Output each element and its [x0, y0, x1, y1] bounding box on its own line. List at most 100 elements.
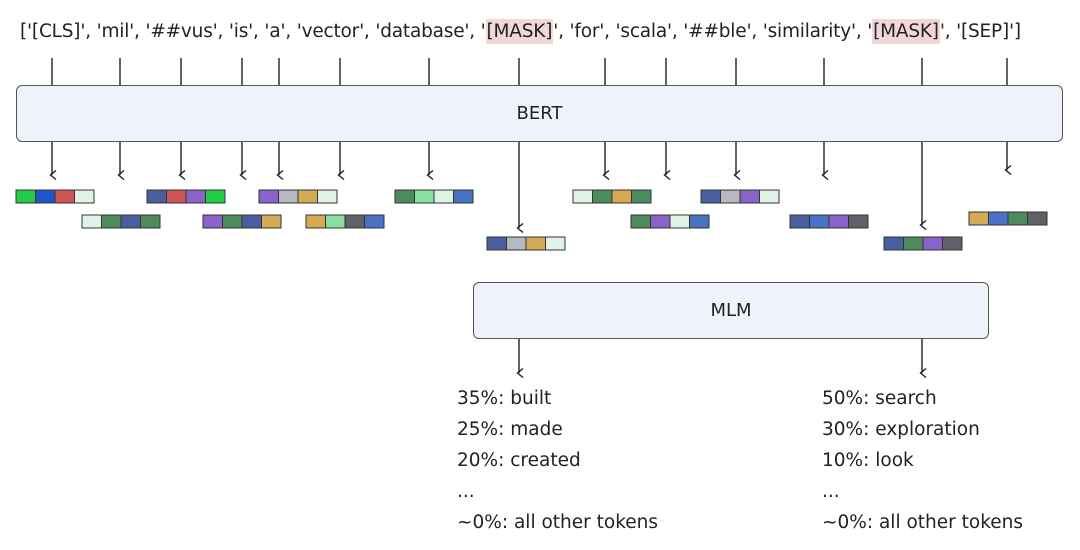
prediction-item: ~0%: all other tokens: [457, 512, 658, 533]
embedding-cell: [241, 214, 262, 229]
token: mil: [101, 21, 130, 42]
token: database: [380, 21, 465, 42]
embedding-cell: [789, 214, 810, 229]
embedding-cell: [15, 189, 36, 204]
embedding-cell: [650, 214, 671, 229]
embedding-cell: [759, 189, 780, 204]
embedding-cell: [453, 189, 474, 204]
token: similarity: [767, 21, 852, 42]
sequence-bracket-open: [: [20, 21, 28, 42]
input-token-sequence: ['[CLS]', 'mil', '##vus', 'is', 'a', 've…: [20, 19, 1021, 44]
embedding-cell: [848, 214, 869, 229]
bert-box: BERT: [16, 85, 1063, 142]
embedding-cell: [120, 214, 141, 229]
embedding-vector: [486, 236, 566, 251]
embedding-cell: [414, 189, 435, 204]
embedding-vector: [202, 214, 282, 229]
embedding-cell: [968, 211, 989, 226]
embedding-cell: [942, 236, 963, 251]
embedding-cell: [689, 214, 710, 229]
embedding-cell: [545, 236, 566, 251]
token: [SEP]: [960, 21, 1009, 42]
embedding-cell: [364, 214, 385, 229]
embedding-cell: [903, 236, 924, 251]
token: is: [233, 21, 249, 42]
embedding-vector: [15, 189, 95, 204]
predictions-right: 50%: search 30%: exploration 10%: look .…: [822, 383, 1023, 538]
embedding-cell: [669, 214, 690, 229]
sequence-bracket-close: ]: [1013, 21, 1021, 42]
embedding-cell: [325, 214, 346, 229]
mlm-label: MLM: [710, 300, 752, 321]
embedding-vector: [700, 189, 780, 204]
embedding-cell: [433, 189, 454, 204]
embedding-cell: [146, 189, 167, 204]
embedding-cell: [317, 189, 338, 204]
embedding-cell: [74, 189, 95, 204]
embedding-cell: [630, 214, 651, 229]
embedding-cell: [205, 189, 226, 204]
token: ##ble: [688, 21, 747, 42]
token: a: [269, 21, 281, 42]
masked-token: [MASK]: [872, 19, 940, 44]
embedding-cell: [305, 214, 326, 229]
embedding-cell: [1007, 211, 1028, 226]
prediction-item: 25%: made: [457, 419, 563, 440]
embedding-vectors: [15, 189, 1048, 251]
connectors: [52, 58, 1007, 373]
embedding-vector: [572, 189, 652, 204]
embedding-cell: [261, 214, 282, 229]
embedding-cell: [720, 189, 741, 204]
embedding-cell: [883, 236, 904, 251]
embedding-cell: [185, 189, 206, 204]
prediction-item: ...: [822, 481, 840, 502]
embedding-vector: [968, 211, 1048, 226]
embedding-cell: [739, 189, 760, 204]
embedding-cell: [631, 189, 652, 204]
token: scala: [620, 21, 668, 42]
embedding-vector: [81, 214, 161, 229]
embedding-vector: [258, 189, 338, 204]
embedding-cell: [394, 189, 415, 204]
embedding-vector: [789, 214, 869, 229]
embedding-cell: [297, 189, 318, 204]
embedding-cell: [486, 236, 507, 251]
embedding-vector: [305, 214, 385, 229]
token: for: [574, 21, 600, 42]
token: ##vus: [150, 21, 213, 42]
embedding-cell: [81, 214, 102, 229]
token: [CLS]: [31, 21, 81, 42]
mlm-box: MLM: [473, 282, 989, 339]
embedding-cell: [166, 189, 187, 204]
embedding-cell: [222, 214, 243, 229]
embedding-cell: [572, 189, 593, 204]
embedding-cell: [611, 189, 632, 204]
embedding-vector: [630, 214, 710, 229]
prediction-item: ~0%: all other tokens: [822, 512, 1023, 533]
embedding-cell: [700, 189, 721, 204]
embedding-cell: [202, 214, 223, 229]
embedding-cell: [592, 189, 613, 204]
embedding-cell: [809, 214, 830, 229]
masked-token: [MASK]: [485, 19, 554, 44]
embedding-cell: [258, 189, 279, 204]
embedding-cell: [525, 236, 546, 251]
embedding-vector: [146, 189, 226, 204]
prediction-item: 35%: built: [457, 388, 552, 409]
predictions-left: 35%: built 25%: made 20%: created ... ~0…: [457, 383, 658, 538]
embedding-cell: [344, 214, 365, 229]
prediction-item: 30%: exploration: [822, 419, 980, 440]
prediction-item: 10%: look: [822, 450, 914, 471]
prediction-item: ...: [457, 481, 475, 502]
prediction-item: 20%: created: [457, 450, 581, 471]
embedding-cell: [140, 214, 161, 229]
token: vector: [301, 21, 360, 42]
prediction-item: 50%: search: [822, 388, 937, 409]
embedding-cell: [988, 211, 1009, 226]
embedding-cell: [54, 189, 75, 204]
embedding-cell: [506, 236, 527, 251]
bert-label: BERT: [516, 103, 563, 124]
embedding-cell: [922, 236, 943, 251]
embedding-cell: [828, 214, 849, 229]
